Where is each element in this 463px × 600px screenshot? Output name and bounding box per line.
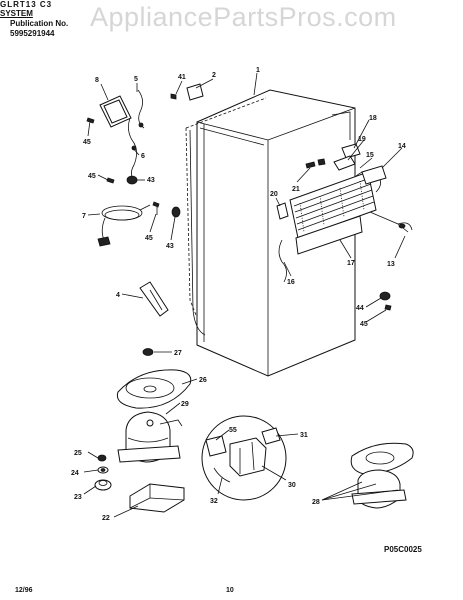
callout-55: 55	[229, 427, 237, 434]
section-title: SYSTEM	[0, 9, 33, 18]
callout-31: 31	[300, 432, 308, 439]
base-plate-22	[129, 483, 185, 513]
callout-7: 7	[82, 213, 86, 220]
callout-20: 20	[270, 191, 278, 198]
sleeve-24	[97, 466, 109, 474]
model-title: GLRT13 C3	[0, 0, 53, 9]
footer-date: 12/96	[15, 587, 33, 594]
drain-tube	[139, 281, 169, 317]
heater-loop	[185, 97, 351, 336]
screw-45-top	[86, 117, 95, 124]
callout-23: 23	[74, 494, 82, 501]
callout-29: 29	[181, 401, 189, 408]
callout-4: 4	[116, 292, 120, 299]
callout-30: 30	[288, 482, 296, 489]
footer-page-number: 10	[226, 587, 234, 594]
publication-number: 5995291944	[10, 29, 55, 38]
callout-15: 15	[366, 152, 374, 159]
callout-45-mid: 45	[88, 173, 96, 180]
callout-41: 41	[178, 74, 186, 81]
callout-24: 24	[71, 470, 79, 477]
callout-45-top: 45	[83, 139, 91, 146]
grommet-27	[142, 348, 154, 356]
callout-1: 1	[256, 67, 260, 74]
screw-45-right	[384, 304, 392, 311]
callout-2: 2	[212, 72, 216, 79]
diagram-code: P05C0025	[384, 545, 422, 554]
drain-pan-26	[116, 369, 192, 409]
tube-16	[278, 239, 287, 283]
grommet-23	[94, 479, 112, 491]
callout-19: 19	[358, 136, 366, 143]
callout-8: 8	[95, 77, 99, 84]
baffle-17	[295, 215, 363, 255]
callout-43-top: 43	[147, 177, 155, 184]
leader-lines	[83, 72, 406, 518]
thermostat-capillary	[128, 89, 145, 183]
callout-14: 14	[398, 143, 406, 150]
callout-45-low: 45	[145, 235, 153, 242]
callout-26: 26	[199, 377, 207, 384]
grommet-25	[97, 454, 107, 462]
bracket-2	[186, 83, 204, 101]
callout-17: 17	[347, 260, 355, 267]
grommet-44	[379, 291, 391, 301]
callout-44: 44	[356, 305, 364, 312]
clip-20	[276, 202, 289, 220]
callout-22: 22	[102, 515, 110, 522]
cabinet	[196, 89, 356, 377]
grommet-43	[126, 175, 138, 185]
callout-16: 16	[287, 279, 295, 286]
grommet-43-low	[171, 206, 181, 218]
compressor-29	[117, 411, 183, 463]
callout-25: 25	[74, 450, 82, 457]
screw-45-low	[152, 201, 160, 215]
callout-45-right: 45	[360, 321, 368, 328]
drier-19	[333, 155, 356, 171]
callout-13: 13	[387, 261, 395, 268]
compressor-assembly-28	[350, 442, 414, 509]
power-cord	[97, 204, 151, 247]
callouts: 1 2 41 5 8 45 6 45 43 7 45 43 4 18 19 15…	[71, 67, 406, 522]
publication-label: Publication No.	[10, 19, 69, 28]
tubing-13	[369, 211, 413, 233]
watermark: AppliancePartsPros.com	[90, 2, 397, 32]
fan-bracket-14	[361, 165, 387, 185]
thermostat-bracket	[99, 95, 132, 128]
screw-21	[305, 158, 326, 169]
screw-45-mid	[106, 177, 115, 184]
clip-41	[170, 93, 177, 100]
callout-18: 18	[369, 115, 377, 122]
callout-43-low: 43	[166, 243, 174, 250]
callout-28: 28	[312, 499, 320, 506]
callout-6: 6	[141, 153, 145, 160]
tube-18	[341, 143, 361, 159]
callout-21: 21	[292, 186, 300, 193]
callout-27: 27	[174, 350, 182, 357]
callout-5: 5	[134, 76, 138, 83]
callout-32: 32	[210, 498, 218, 505]
relay-detail-circle	[201, 415, 287, 501]
